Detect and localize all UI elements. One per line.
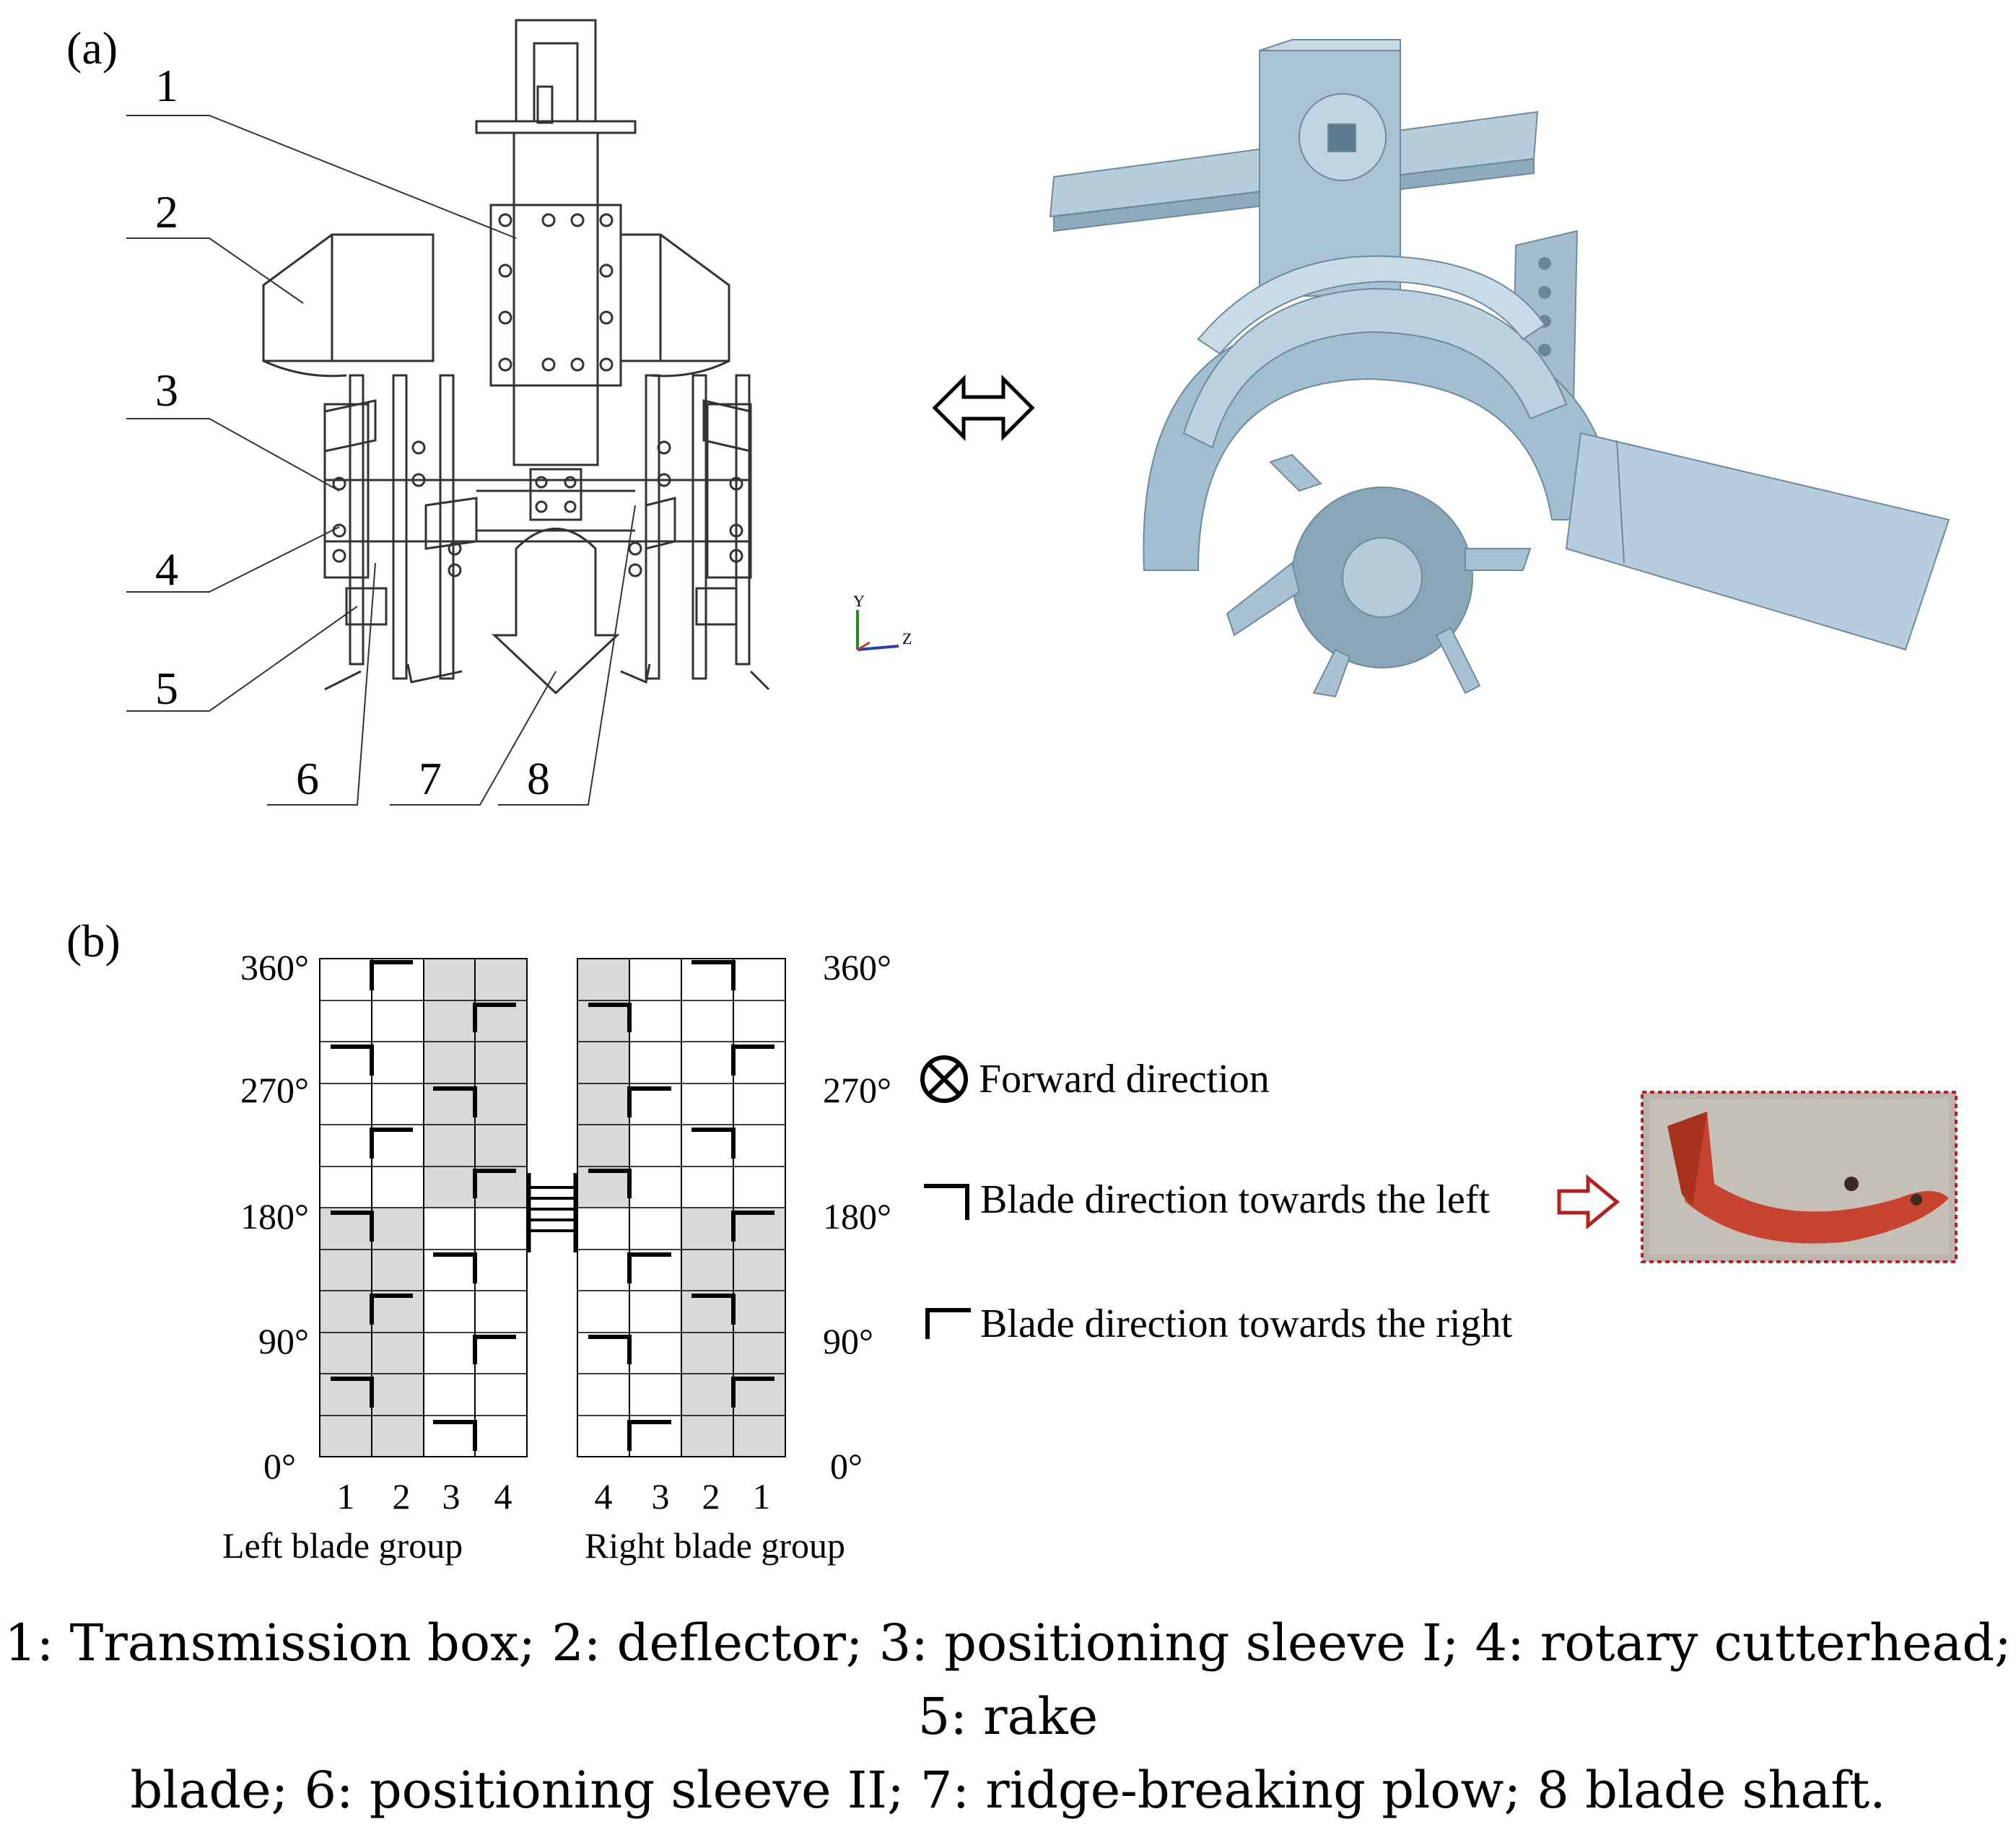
- angle-tick-left: 180°: [240, 1196, 309, 1237]
- callout-1: 1: [155, 60, 178, 111]
- angle-tick-right: 360°: [823, 947, 891, 987]
- angle-tick-left: 360°: [240, 947, 309, 987]
- blade-right-icon: [925, 1308, 971, 1339]
- angle-tick-left: 0°: [263, 1446, 296, 1486]
- callout-8: 8: [527, 753, 550, 804]
- callout-5: 5: [155, 663, 178, 714]
- angle-tick-left: 90°: [258, 1321, 309, 1361]
- panel-b-label: (b): [66, 915, 121, 967]
- axis-triad-icon: Y Z: [853, 592, 912, 651]
- blade-markers: [331, 960, 774, 1451]
- angle-tick-right: 270°: [823, 1070, 891, 1110]
- legend-forward-text: Forward direction: [979, 1057, 1270, 1102]
- blade-shaft-connector: [527, 1173, 577, 1252]
- angle-tick-right: 90°: [823, 1321, 873, 1361]
- right-column-number: 3: [652, 1476, 670, 1517]
- callout-leaders: [126, 115, 636, 806]
- left-column-number: 4: [494, 1476, 512, 1517]
- caption-line-1: 1: Transmission box; 2: deflector; 3: po…: [4, 1613, 2012, 1746]
- angle-tick-right: 180°: [823, 1196, 891, 1237]
- double-arrow-icon: [932, 374, 1035, 442]
- panel-a-label: (a): [66, 22, 118, 74]
- legend-right-text: Blade direction towards the right: [980, 1301, 1513, 1346]
- grid-row-lines: [320, 1000, 785, 1416]
- axis-z-label: Z: [902, 629, 912, 647]
- left-group-label: Left blade group: [222, 1525, 463, 1566]
- right-column-number: 1: [753, 1476, 771, 1517]
- legend: Forward direction Blade direction toward…: [920, 1055, 1620, 1346]
- callout-2: 2: [155, 186, 178, 237]
- left-column-number: 2: [393, 1476, 411, 1517]
- right-column-number: 4: [595, 1476, 613, 1517]
- left-column-number: 1: [337, 1476, 355, 1517]
- figure-canvas: (a): [66, 19, 1958, 1566]
- red-arrow-icon: [1557, 1174, 1620, 1230]
- callout-3: 3: [155, 365, 178, 416]
- figure-caption: 1: Transmission box; 2: deflector; 3: po…: [0, 1606, 2016, 1827]
- legend-left-text: Blade direction towards the left: [980, 1177, 1490, 1222]
- forward-direction-icon: [920, 1055, 968, 1103]
- mechanical-drawing: [262, 19, 770, 695]
- callout-7: 7: [419, 753, 442, 804]
- right-column-number: 2: [702, 1476, 720, 1517]
- blade-left-icon: [924, 1184, 969, 1220]
- rotary-blade-photo: [1641, 1091, 1958, 1263]
- angle-tick-right: 0°: [830, 1446, 863, 1486]
- callout-6: 6: [296, 753, 319, 804]
- 3d-model-render: [1049, 39, 1950, 698]
- angle-tick-left: 270°: [240, 1070, 309, 1110]
- right-group-label: Right blade group: [585, 1525, 845, 1566]
- caption-line-2: blade; 6: positioning sleeve II; 7: ridg…: [130, 1761, 1886, 1820]
- callout-4: 4: [155, 544, 178, 595]
- axis-y-label: Y: [853, 592, 865, 610]
- left-column-number: 3: [442, 1476, 461, 1517]
